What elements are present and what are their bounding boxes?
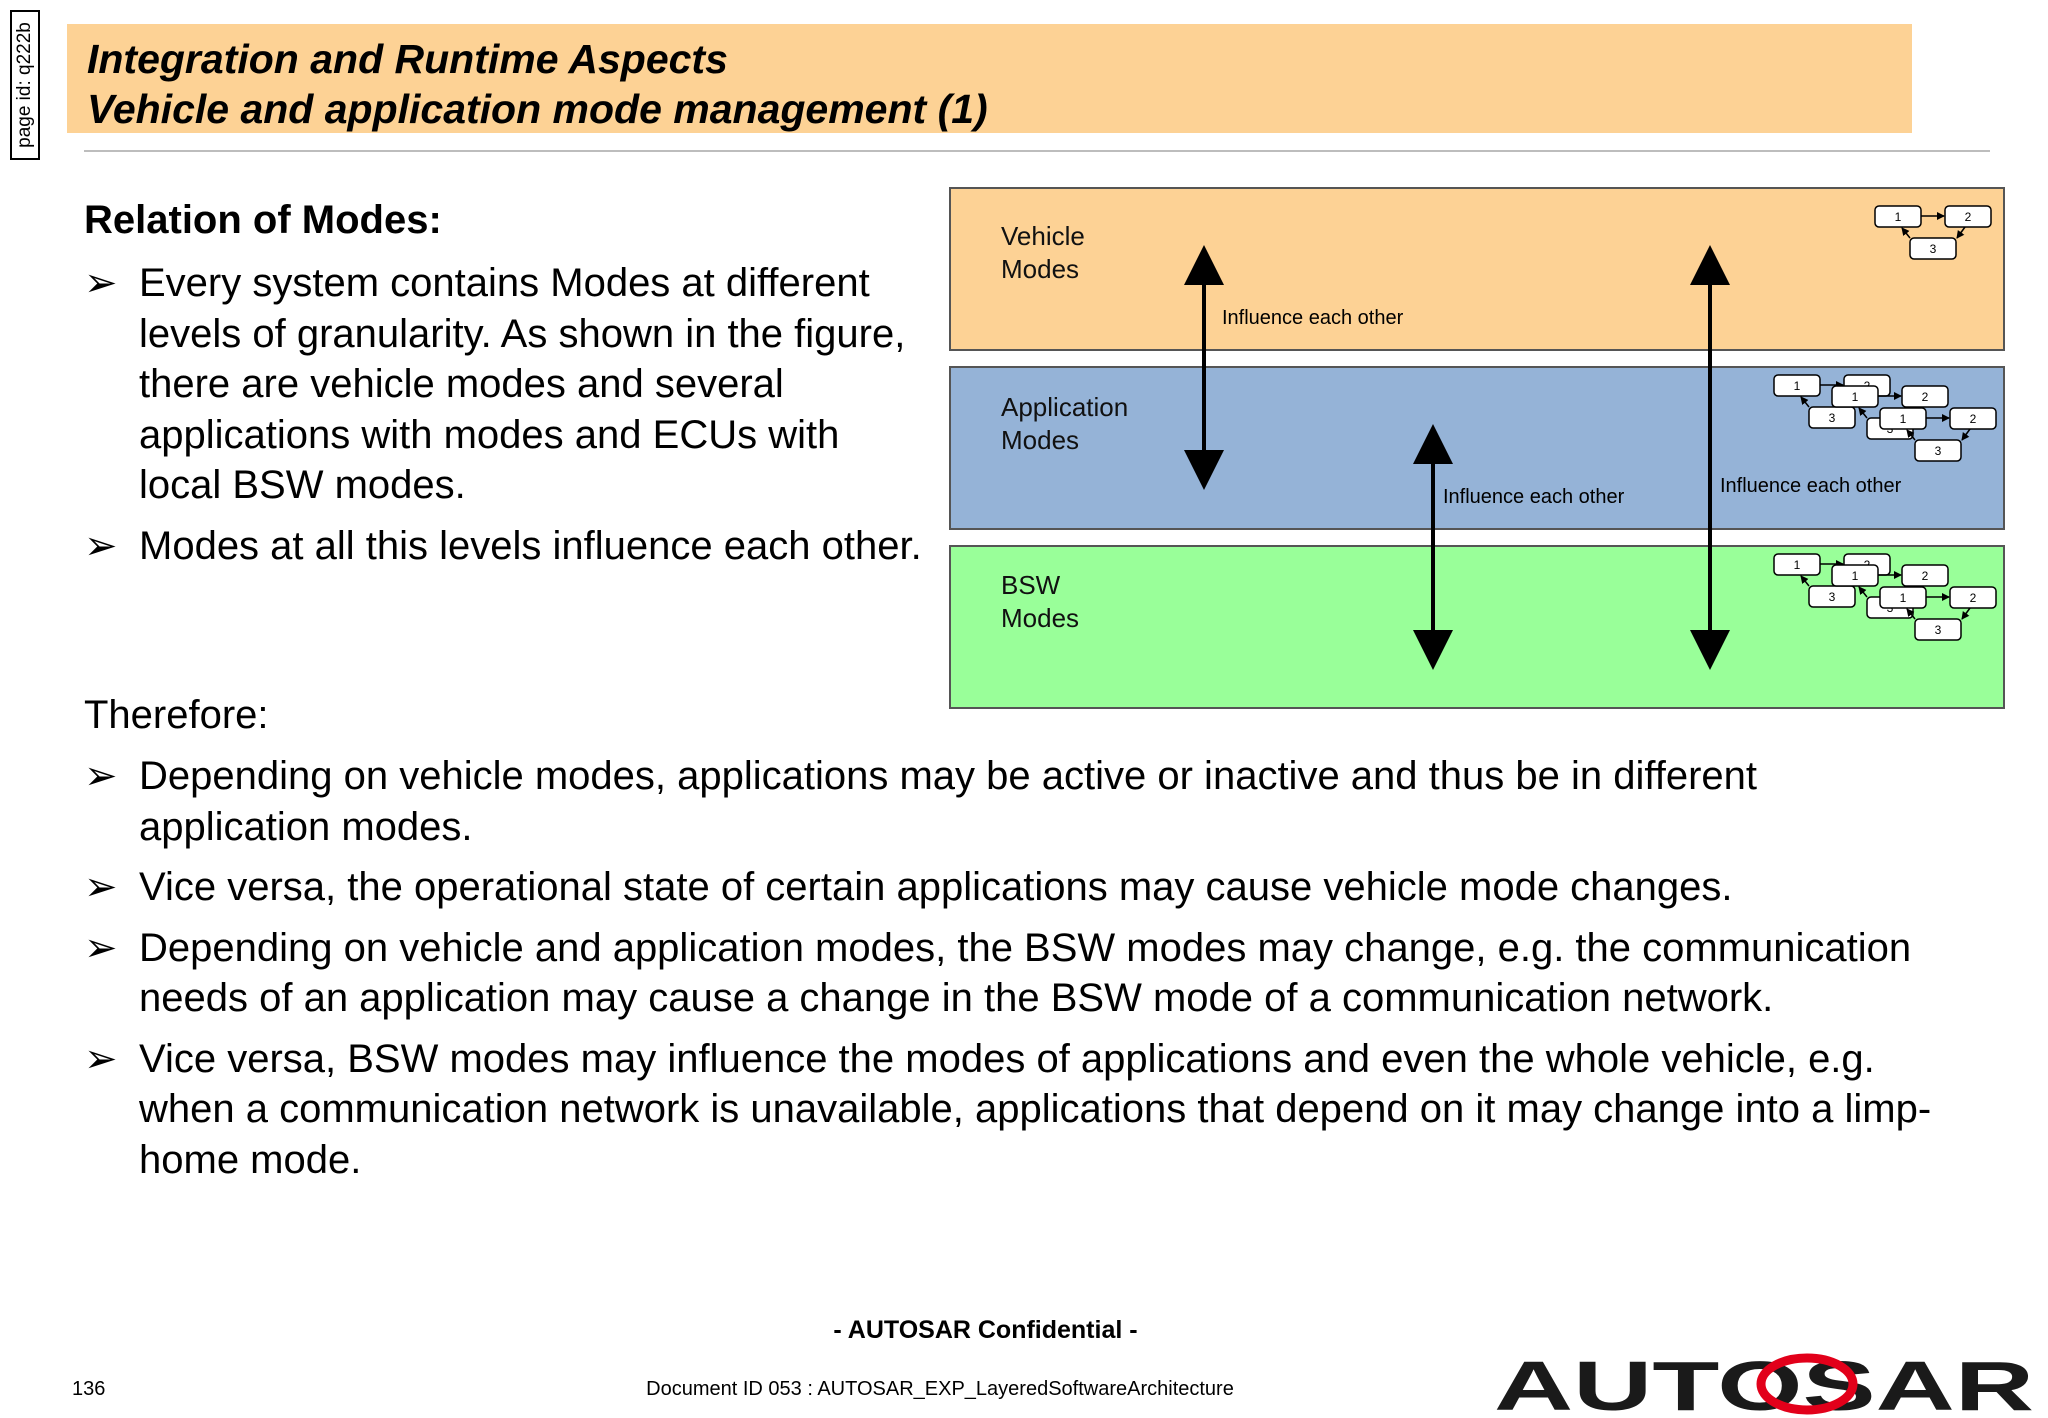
arrow-bullet-icon: ➢: [84, 865, 118, 909]
bsw-modes-label: Modes: [1001, 603, 1079, 633]
therefore-bullet: ➢Vice versa, the operational state of ce…: [84, 862, 1954, 913]
svg-text:1: 1: [1852, 569, 1859, 583]
arrow-bullet-icon: ➢: [84, 754, 118, 798]
svg-text:1: 1: [1794, 379, 1801, 393]
title-line-1: Integration and Runtime Aspects: [87, 36, 728, 82]
arrow-bullet-icon: ➢: [84, 523, 118, 568]
svg-text:2: 2: [1965, 210, 1972, 224]
bsw-modes-layer: [949, 545, 2005, 709]
relation-bullet: ➢Every system contains Modes at differen…: [84, 258, 924, 511]
application-modes-label: Application: [1001, 392, 1128, 422]
therefore-bullet: ➢Vice versa, BSW modes may influence the…: [84, 1034, 1954, 1186]
svg-text:3: 3: [1829, 590, 1836, 604]
svg-text:2: 2: [1970, 591, 1977, 605]
svg-text:2: 2: [1922, 569, 1929, 583]
svg-text:3: 3: [1829, 411, 1836, 425]
therefore-bullet: ➢Depending on vehicle modes, application…: [84, 751, 1954, 852]
svg-text:3: 3: [1935, 623, 1942, 637]
svg-text:3: 3: [1935, 444, 1942, 458]
bsw-state-machines-icon: 123 123 123: [1774, 554, 1996, 640]
application-modes-label: Modes: [1001, 425, 1079, 455]
title-bar: Integration and Runtime Aspects Vehicle …: [67, 24, 1912, 133]
influence-label: Influence each other: [1222, 307, 1404, 329]
svg-text:2: 2: [1922, 390, 1929, 404]
autosar-logo: AUTOSAR: [1494, 1347, 2034, 1418]
svg-text:3: 3: [1930, 242, 1937, 256]
therefore-heading: Therefore:: [84, 693, 269, 737]
svg-text:1: 1: [1794, 558, 1801, 572]
arrow-bullet-icon: ➢: [84, 1036, 118, 1081]
application-state-machines-icon: 123 123 123: [1774, 375, 1996, 461]
page-id-label: page id: q222b: [10, 10, 40, 160]
therefore-bullet: ➢Depending on vehicle and application mo…: [84, 923, 1954, 1024]
relation-bullet: ➢Modes at all this levels influence each…: [84, 521, 924, 572]
title-line-2: Vehicle and application mode management …: [87, 86, 988, 132]
title-divider: [84, 150, 1990, 152]
svg-text:1: 1: [1852, 390, 1859, 404]
influence-label: Influence each other: [1720, 475, 1902, 497]
arrow-bullet-icon: ➢: [84, 925, 118, 970]
svg-text:2: 2: [1970, 412, 1977, 426]
vehicle-modes-layer: [949, 187, 2005, 351]
svg-text:1: 1: [1900, 412, 1907, 426]
document-id: Document ID 053 : AUTOSAR_EXP_LayeredSof…: [646, 1378, 1234, 1400]
svg-text:1: 1: [1900, 591, 1907, 605]
confidential-notice: - AUTOSAR Confidential -: [833, 1316, 1138, 1344]
vehicle-modes-label: Vehicle: [1001, 221, 1085, 251]
influence-label: Influence each other: [1443, 486, 1625, 508]
relation-bullet-list: ➢Every system contains Modes at differen…: [84, 258, 924, 581]
arrow-bullet-icon: ➢: [84, 261, 118, 305]
page-number: 136: [72, 1378, 106, 1400]
vehicle-state-machine-icon: 1 2 3: [1875, 206, 1991, 259]
logo-ring-icon: [1756, 1353, 1858, 1415]
application-modes-layer: [949, 366, 2005, 530]
bsw-modes-label: BSW: [1001, 570, 1061, 600]
vehicle-modes-label: Modes: [1001, 254, 1079, 284]
svg-text:1: 1: [1895, 210, 1902, 224]
therefore-bullet-list: ➢Depending on vehicle modes, application…: [84, 751, 1954, 1195]
relation-heading: Relation of Modes:: [84, 198, 442, 242]
